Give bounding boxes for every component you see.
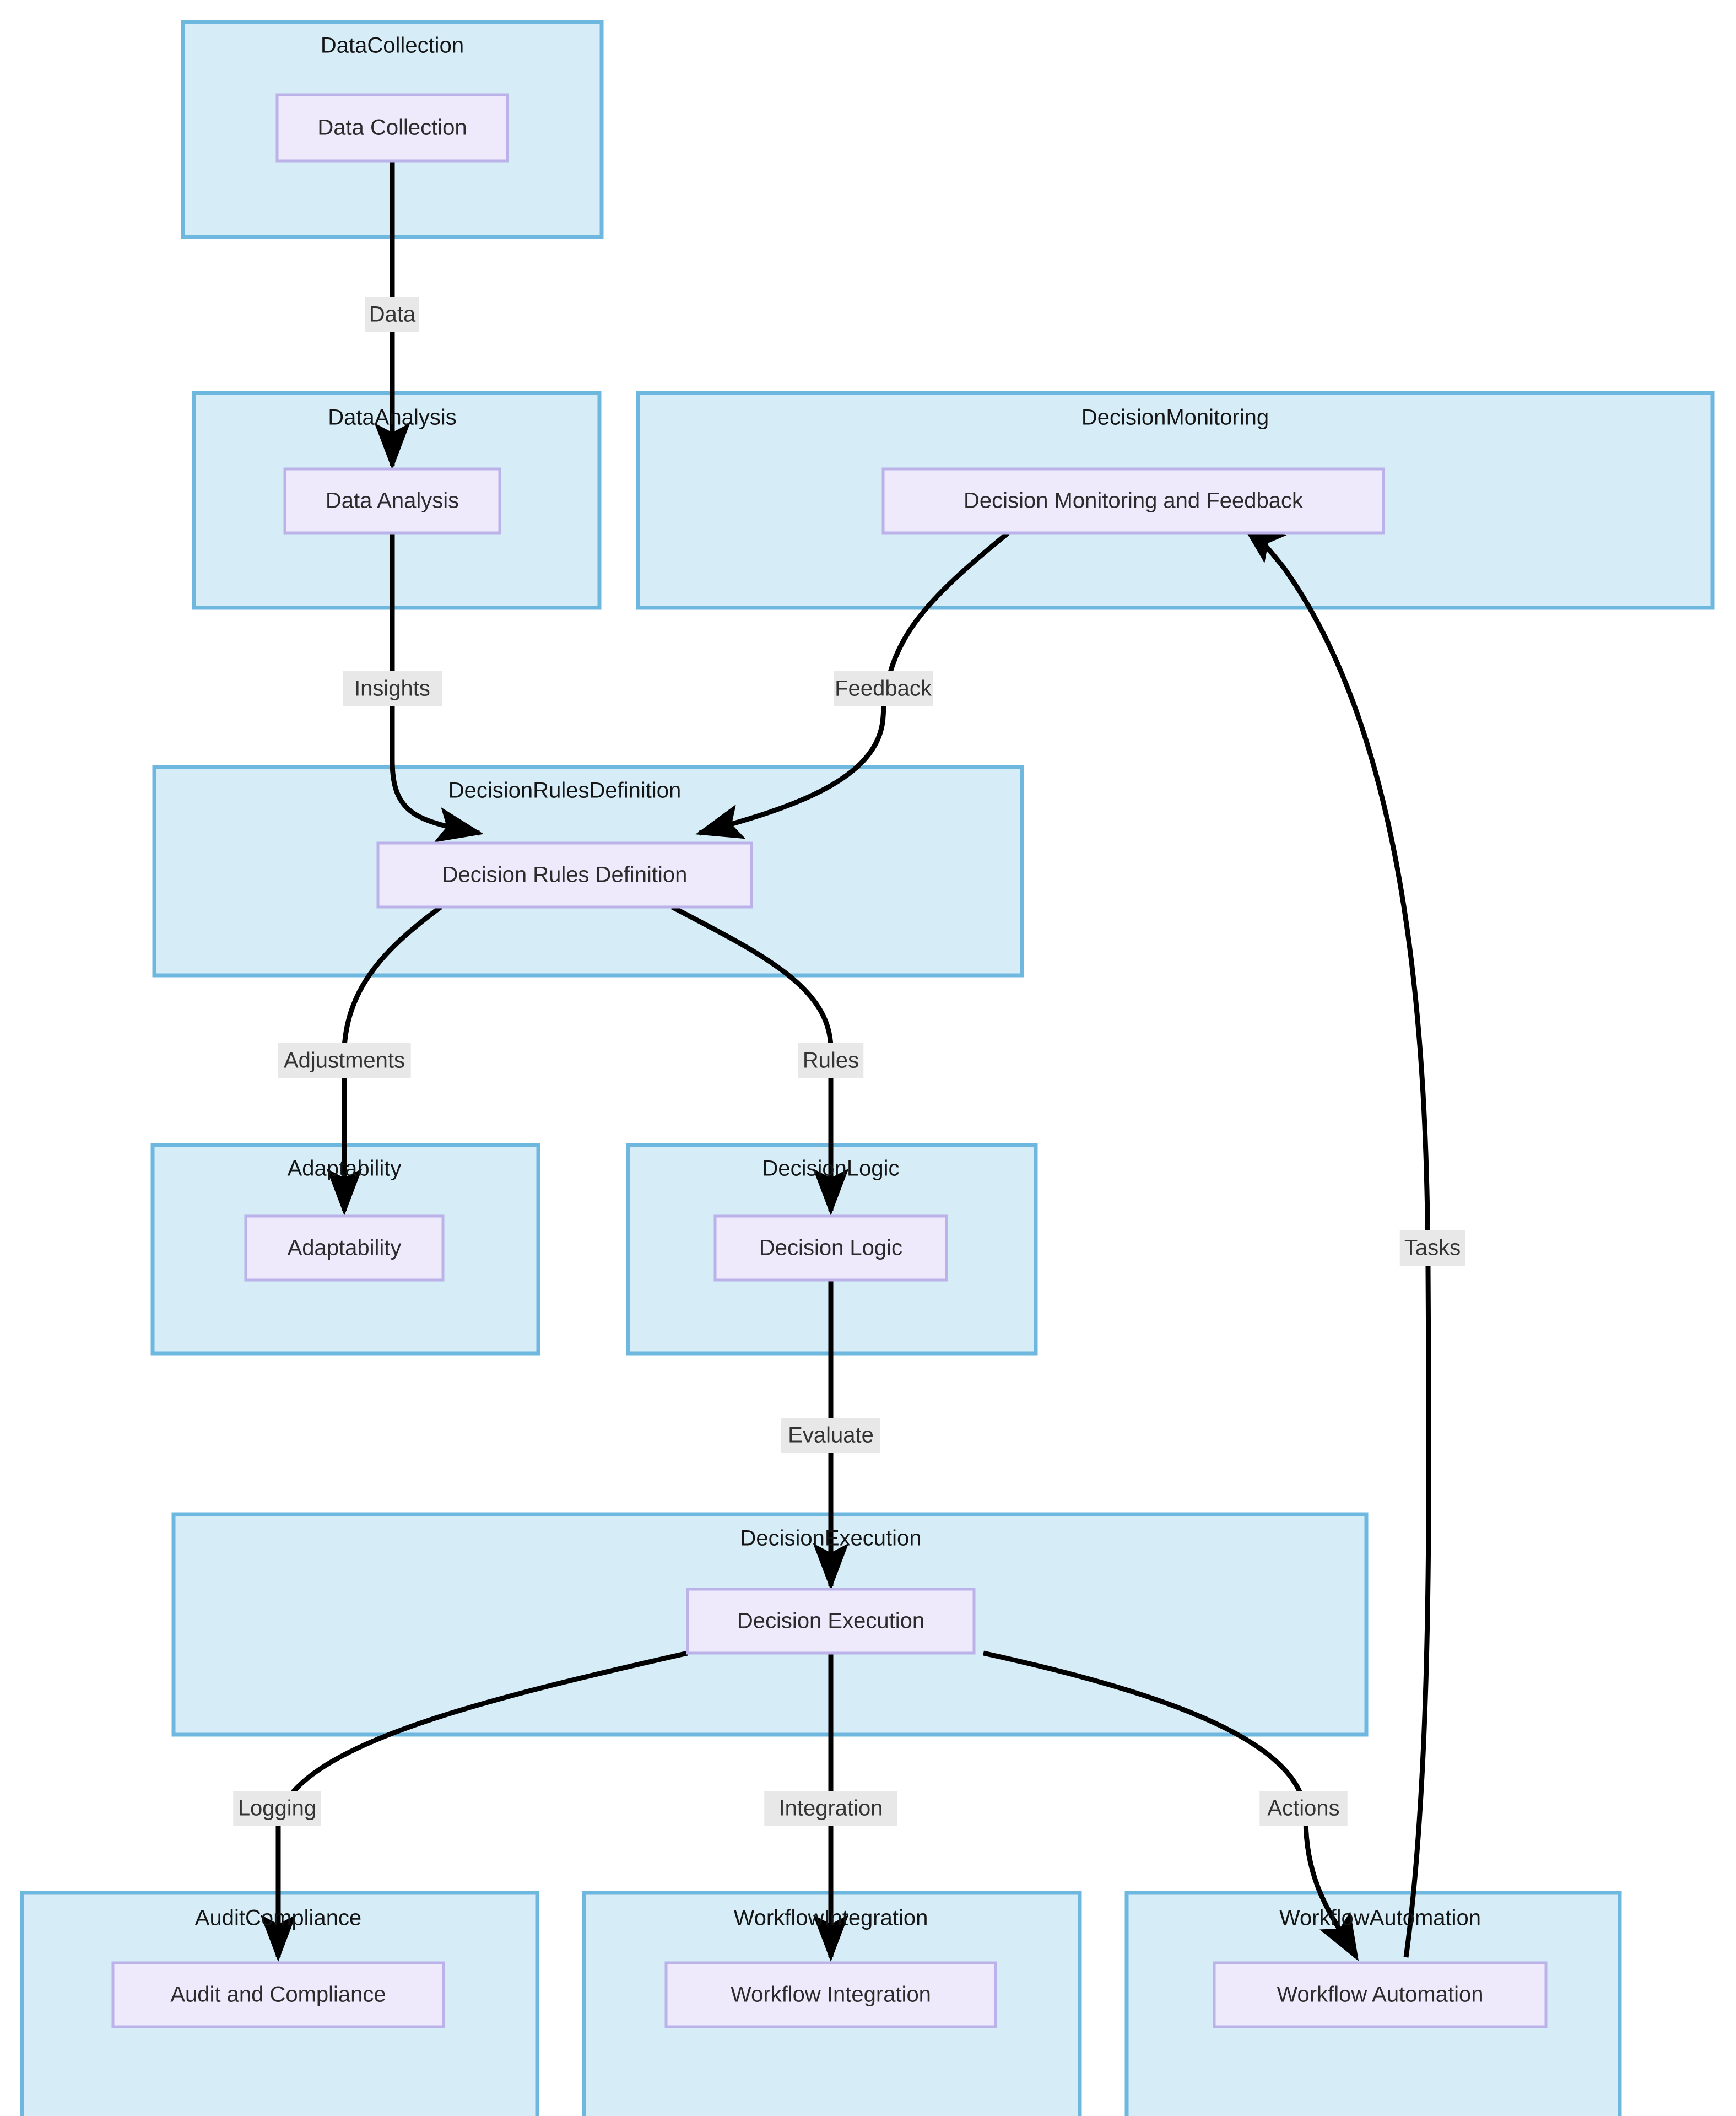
cluster-title: DataCollection bbox=[321, 34, 464, 58]
edge-label-background bbox=[1259, 1791, 1348, 1826]
edge-label-e-feedback: Feedback bbox=[834, 671, 933, 706]
cluster-title: AuditCompliance bbox=[195, 1906, 361, 1930]
node-DL[interactable]: Decision Logic bbox=[713, 1214, 948, 1282]
edge-label-text: Actions bbox=[1267, 1796, 1339, 1821]
edge-label-background bbox=[278, 1043, 411, 1078]
edge-label-text: Evaluate bbox=[788, 1423, 874, 1448]
node-AD[interactable]: Adaptability bbox=[244, 1214, 445, 1282]
edge-label-e-actions: Actions bbox=[1259, 1791, 1348, 1826]
edge-label-text: Adjustments bbox=[284, 1049, 405, 1073]
edge-group bbox=[260, 161, 1431, 1962]
node-WA[interactable]: Workflow Automation bbox=[1213, 1961, 1548, 2028]
edge-label-background bbox=[764, 1791, 897, 1826]
edge-e-adjustments bbox=[326, 905, 442, 1216]
edge-e-insights bbox=[390, 533, 484, 843]
node-rect bbox=[881, 467, 1385, 535]
node-DA[interactable]: Data Analysis bbox=[283, 467, 501, 535]
node-rect bbox=[275, 93, 509, 163]
edge-label-e-logging: Logging bbox=[233, 1791, 321, 1826]
cluster-title: WorkflowIntegration bbox=[734, 1906, 928, 1930]
node-label: Decision Rules Definition bbox=[442, 863, 688, 887]
edge-label-e-insights: Insights bbox=[343, 671, 442, 706]
node-DE[interactable]: Decision Execution bbox=[686, 1588, 976, 1655]
edge-label-text: Logging bbox=[238, 1796, 316, 1821]
node-rect bbox=[686, 1588, 976, 1655]
edge-label-background bbox=[798, 1043, 864, 1078]
node-DM[interactable]: Decision Monitoring and Feedback bbox=[881, 467, 1385, 535]
edge-label-background bbox=[1399, 1230, 1465, 1266]
cluster-title: DecisionExecution bbox=[740, 1526, 921, 1551]
node-rect bbox=[713, 1214, 948, 1282]
edge-label-e-rules: Rules bbox=[798, 1043, 864, 1078]
node-rect bbox=[244, 1214, 445, 1282]
edge-label-text: Rules bbox=[803, 1049, 859, 1073]
edge-label-e-data: Data bbox=[365, 297, 419, 332]
edge-label-background bbox=[781, 1418, 880, 1453]
edge-e-feedback bbox=[695, 531, 1010, 839]
edge-label-text: Tasks bbox=[1404, 1236, 1461, 1260]
node-rect bbox=[664, 1961, 997, 2028]
cluster-title: DecisionRulesDefinition bbox=[448, 779, 681, 803]
cluster-title: Adaptability bbox=[288, 1157, 402, 1181]
node-DC[interactable]: Data Collection bbox=[275, 93, 509, 163]
node-rect bbox=[1213, 1961, 1548, 2028]
node-WI[interactable]: Workflow Integration bbox=[664, 1961, 997, 2028]
cluster-title: DataAnalysis bbox=[328, 406, 456, 430]
cluster-title: DecisionMonitoring bbox=[1081, 406, 1269, 430]
node-label: Decision Logic bbox=[759, 1236, 902, 1260]
edge-label-background bbox=[233, 1791, 321, 1826]
edge-label-text: Integration bbox=[778, 1796, 883, 1821]
edge-label-e-adjustments: Adjustments bbox=[278, 1043, 411, 1078]
edge-e-rules bbox=[670, 905, 849, 1216]
cluster-title: DecisionLogic bbox=[762, 1157, 899, 1181]
edge-label-text: Insights bbox=[354, 677, 430, 701]
node-label: Workflow Automation bbox=[1277, 1983, 1484, 2007]
node-DRD[interactable]: Decision Rules Definition bbox=[376, 841, 753, 909]
node-label: Data Analysis bbox=[326, 489, 459, 513]
edge-label-text: Data bbox=[369, 303, 416, 327]
edge-label-background bbox=[365, 297, 419, 332]
node-rect bbox=[111, 1961, 445, 2028]
edge-e-actions bbox=[983, 1650, 1359, 1961]
node-label: Data Collection bbox=[317, 116, 467, 140]
edge-label-e-tasks: Tasks bbox=[1399, 1230, 1465, 1266]
node-AC[interactable]: Audit and Compliance bbox=[111, 1961, 445, 2028]
edge-label-background bbox=[834, 671, 933, 706]
node-label: Adaptability bbox=[288, 1236, 402, 1260]
edge-label-background bbox=[343, 671, 442, 706]
node-label: Decision Monitoring and Feedback bbox=[964, 489, 1304, 513]
edge-label-text: Feedback bbox=[835, 677, 932, 701]
edge-e-tasks bbox=[1239, 519, 1431, 1958]
node-label: Audit and Compliance bbox=[170, 1983, 386, 2007]
cluster-title: WorkflowAutomation bbox=[1279, 1906, 1481, 1930]
edge-label-e-integration: Integration bbox=[764, 1791, 897, 1826]
node-label: Workflow Integration bbox=[731, 1983, 931, 2007]
node-rect bbox=[283, 467, 501, 535]
node-label: Decision Execution bbox=[737, 1609, 924, 1633]
edge-label-e-evaluate: Evaluate bbox=[781, 1418, 880, 1453]
node-rect bbox=[376, 841, 753, 909]
